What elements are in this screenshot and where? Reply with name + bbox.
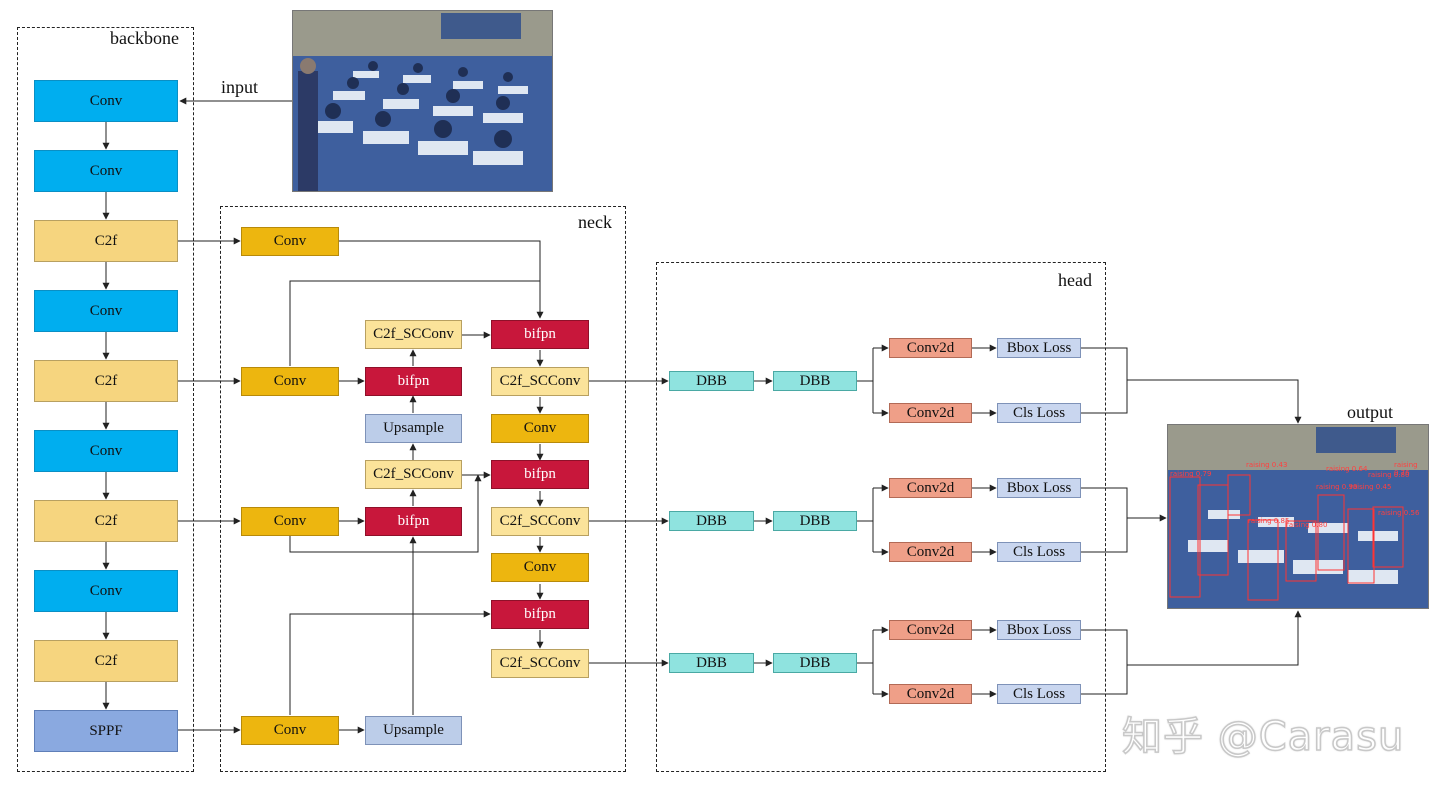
backbone-conv-2: Conv <box>34 150 178 192</box>
neck-bifpn-4: bifpn <box>491 460 589 489</box>
classroom-photo-input <box>293 11 552 191</box>
detection-label: raising 0.45 <box>1350 483 1392 491</box>
neck-region <box>220 206 626 772</box>
neck-c2f-scconv-1: C2f_SCConv <box>365 320 462 349</box>
backbone-c2f-1: C2f <box>34 220 178 262</box>
head-bbox-loss-1: Bbox Loss <box>997 338 1081 358</box>
head-dbb-3b: DBB <box>773 653 857 673</box>
detection-label: raising 0.79 <box>1170 470 1212 478</box>
head-bbox-loss-2: Bbox Loss <box>997 478 1081 498</box>
backbone-conv-5: Conv <box>34 570 178 612</box>
neck-conv-lower: Conv <box>241 507 339 536</box>
head-region <box>656 262 1106 772</box>
output-image: raising 0.79 raising 0.43 raising 0.64 r… <box>1167 424 1429 609</box>
neck-label: neck <box>578 212 612 232</box>
neck-conv-bottom: Conv <box>241 716 339 745</box>
output-label: output <box>1347 402 1394 422</box>
neck-conv-r2: Conv <box>491 553 589 582</box>
neck-conv-r1: Conv <box>491 414 589 443</box>
head-cls-loss-2: Cls Loss <box>997 542 1081 562</box>
neck-c2f-scconv-2: C2f_SCConv <box>365 460 462 489</box>
input-image <box>292 10 553 192</box>
backbone-sppf: SPPF <box>34 710 178 752</box>
head-conv2d-1-top: Conv2d <box>889 338 972 358</box>
classroom-photo-output <box>1168 425 1428 608</box>
head-bbox-loss-3: Bbox Loss <box>997 620 1081 640</box>
neck-c2f-scconv-5: C2f_SCConv <box>491 649 589 678</box>
detection-label: raising 0.80 <box>1368 471 1410 479</box>
neck-bifpn-1: bifpn <box>365 367 462 396</box>
neck-conv-mid: Conv <box>241 367 339 396</box>
head-conv2d-3-top: Conv2d <box>889 620 972 640</box>
detection-label: raising 0.64 <box>1326 465 1368 473</box>
neck-upsample-1: Upsample <box>365 414 462 443</box>
detection-label: raising 0.90 <box>1316 483 1358 491</box>
detection-label: raising 0.43 <box>1246 461 1288 469</box>
backbone-c2f-3: C2f <box>34 500 178 542</box>
backbone-region <box>17 27 194 772</box>
detection-label: raising 0.80 <box>1286 521 1328 529</box>
backbone-conv-1: Conv <box>34 80 178 122</box>
detection-label: raising 0.56 <box>1378 509 1420 517</box>
detection-label: raising 0.76 <box>1394 461 1418 477</box>
backbone-c2f-2: C2f <box>34 360 178 402</box>
head-label: head <box>1058 270 1092 290</box>
neck-bifpn-5: bifpn <box>491 600 589 629</box>
backbone-c2f-4: C2f <box>34 640 178 682</box>
neck-c2f-scconv-4: C2f_SCConv <box>491 507 589 536</box>
head-conv2d-1-bottom: Conv2d <box>889 403 972 423</box>
neck-bifpn-3: bifpn <box>491 320 589 349</box>
input-label: input <box>221 77 259 97</box>
head-dbb-1a: DBB <box>669 371 754 391</box>
head-conv2d-2-top: Conv2d <box>889 478 972 498</box>
neck-bifpn-2: bifpn <box>365 507 462 536</box>
backbone-conv-3: Conv <box>34 290 178 332</box>
head-conv2d-2-bottom: Conv2d <box>889 542 972 562</box>
neck-upsample-2: Upsample <box>365 716 462 745</box>
head-dbb-1b: DBB <box>773 371 857 391</box>
head-dbb-3a: DBB <box>669 653 754 673</box>
backbone-conv-4: Conv <box>34 430 178 472</box>
head-conv2d-3-bottom: Conv2d <box>889 684 972 704</box>
head-dbb-2a: DBB <box>669 511 754 531</box>
detection-label: raising 0.85 <box>1248 517 1290 525</box>
backbone-label: backbone <box>110 28 179 48</box>
watermark: 知乎 @Carasu <box>1121 713 1405 761</box>
head-cls-loss-3: Cls Loss <box>997 684 1081 704</box>
neck-conv-top: Conv <box>241 227 339 256</box>
head-cls-loss-1: Cls Loss <box>997 403 1081 423</box>
head-dbb-2b: DBB <box>773 511 857 531</box>
neck-c2f-scconv-3: C2f_SCConv <box>491 367 589 396</box>
